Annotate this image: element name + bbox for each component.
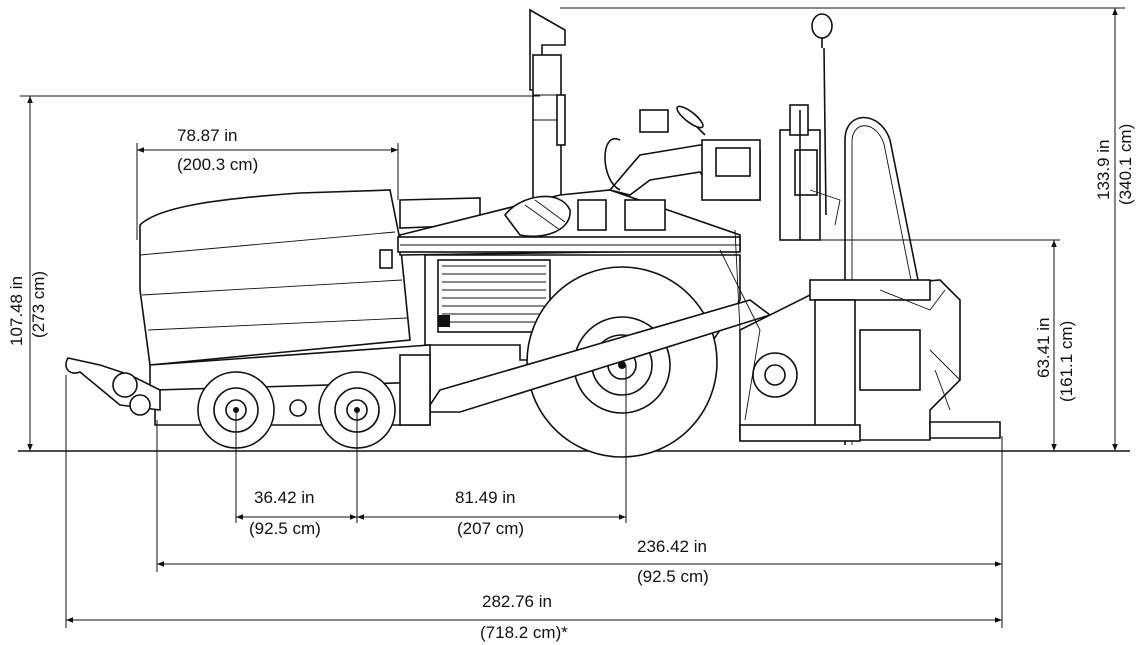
hopper-width-metric: (200.3 cm) [177, 155, 258, 174]
dim-axle-spacing: 36.42 in (92.5 cm) [235, 412, 358, 538]
exhaust-stack [529, 8, 566, 206]
dim-hopper-width: 78.87 in (200.3 cm) [136, 126, 399, 240]
length-without-push-roller-imperial: 236.42 in [637, 537, 707, 556]
hopper-width-imperial: 78.87 in [177, 126, 238, 145]
dim-length-without-push-roller: 236.42 in (92.5 cm) [156, 420, 1003, 628]
hopper-height-metric: (273 cm) [29, 271, 48, 338]
deck-height-imperial: 63.41 in [1034, 318, 1053, 379]
operator-station [503, 105, 761, 237]
hopper [139, 189, 481, 366]
rear-bogie-wheel [197, 371, 275, 449]
overall-height-imperial: 133.9 in [1094, 140, 1113, 201]
push-roller [65, 357, 161, 416]
dim-overall-length: 282.76 in (718.2 cm)* [65, 375, 1002, 642]
paver-machine-drawing [65, 8, 1001, 458]
screed-assembly [719, 229, 1001, 442]
overall-height-metric: (340.1 cm) [1116, 124, 1135, 205]
axle-spacing-metric: (92.5 cm) [249, 519, 321, 538]
overall-length-metric: (718.2 cm)* [480, 623, 568, 642]
dim-overall-height: 133.9 in (340.1 cm) [560, 7, 1135, 451]
overall-length-imperial: 282.76 in [482, 592, 552, 611]
length-without-push-roller-metric: (92.5 cm) [637, 567, 709, 586]
axle-to-drive-wheel-imperial: 81.49 in [455, 488, 516, 507]
control-console [779, 104, 841, 241]
deck-height-metric: (161.1 cm) [1057, 321, 1076, 402]
hopper-height-imperial: 107.48 in [7, 276, 26, 346]
beacon-light [811, 13, 833, 216]
dim-deck-height: 63.41 in (161.1 cm) [820, 239, 1076, 451]
dim-hopper-height: 107.48 in (273 cm) [7, 95, 540, 451]
grab-rail [844, 116, 921, 445]
axle-spacing-imperial: 36.42 in [254, 488, 315, 507]
dim-axle-to-drive-wheel: 81.49 in (207 cm) [357, 365, 627, 538]
axle-to-drive-wheel-metric: (207 cm) [457, 519, 524, 538]
